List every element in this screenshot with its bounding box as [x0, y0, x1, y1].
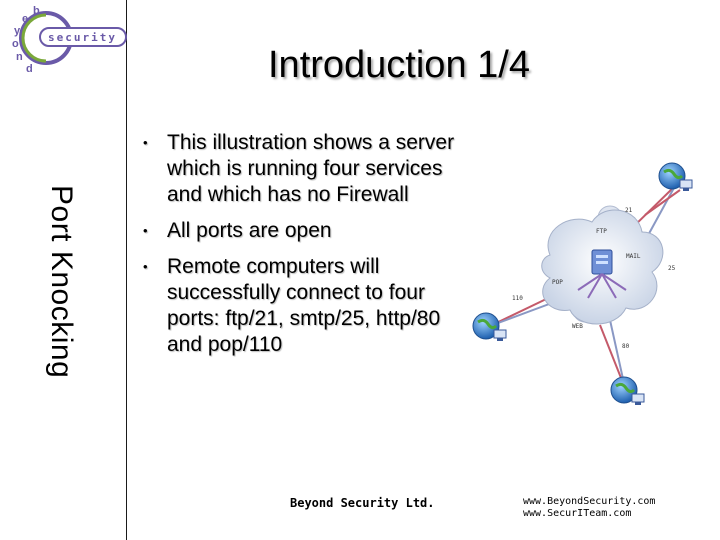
logo-letter-d: d — [26, 63, 33, 75]
port-label-80: 80 — [622, 343, 630, 350]
bullet-text: All ports are open — [167, 219, 332, 242]
service-label-ftp: FTP — [596, 228, 607, 235]
slide-title: Introduction 1/4 — [268, 44, 530, 86]
footer-company: Beyond Security Ltd. — [290, 496, 435, 510]
sidebar: b e y o n d security Port Knocking — [0, 0, 127, 540]
footer-websites: www.BeyondSecurity.com www.SecurITeam.co… — [523, 496, 655, 520]
footer-website-link[interactable]: www.BeyondSecurity.com — [523, 496, 656, 507]
globe-computer-icon — [472, 312, 507, 341]
service-label-web: WEB — [572, 323, 583, 330]
bullet-item: • Remote computers will successfully conn… — [137, 254, 467, 358]
bullet-marker: • — [143, 259, 148, 274]
port-label-21: 21 — [625, 207, 633, 214]
bullet-marker: • — [143, 223, 148, 238]
bullet-text: Remote computers will successfully conne… — [167, 255, 441, 356]
service-label-pop: POP — [552, 279, 563, 286]
logo-letter-y: y — [14, 25, 21, 37]
bullet-text: This illustration shows a server which i… — [167, 131, 455, 206]
service-label-mail: MAIL — [626, 253, 641, 260]
logo-letter-b: b — [33, 5, 40, 17]
beyond-security-logo: b e y o n d security — [12, 5, 127, 75]
logo-letter-e: e — [22, 13, 28, 25]
logo-word-security: security — [48, 31, 117, 44]
bullet-list: • This illustration shows a server which … — [137, 130, 467, 368]
footer-website-link[interactable]: www.SecurITeam.com — [523, 508, 632, 519]
bullet-item: • This illustration shows a server which … — [137, 130, 467, 208]
bullet-marker: • — [143, 135, 148, 150]
globe-computer-icon — [610, 376, 645, 405]
network-diagram: FTP MAIL POP WEB 21 25 110 80 — [472, 162, 693, 405]
server-icon — [577, 249, 627, 299]
vertical-section-title: Port Knocking — [45, 185, 78, 379]
bullet-item: • All ports are open — [137, 218, 467, 244]
port-label-25: 25 — [668, 265, 676, 272]
port-label-110: 110 — [512, 295, 523, 302]
logo-letter-n: n — [16, 51, 23, 63]
globe-computer-icon — [658, 162, 693, 191]
logo-letter-o: o — [12, 38, 19, 50]
